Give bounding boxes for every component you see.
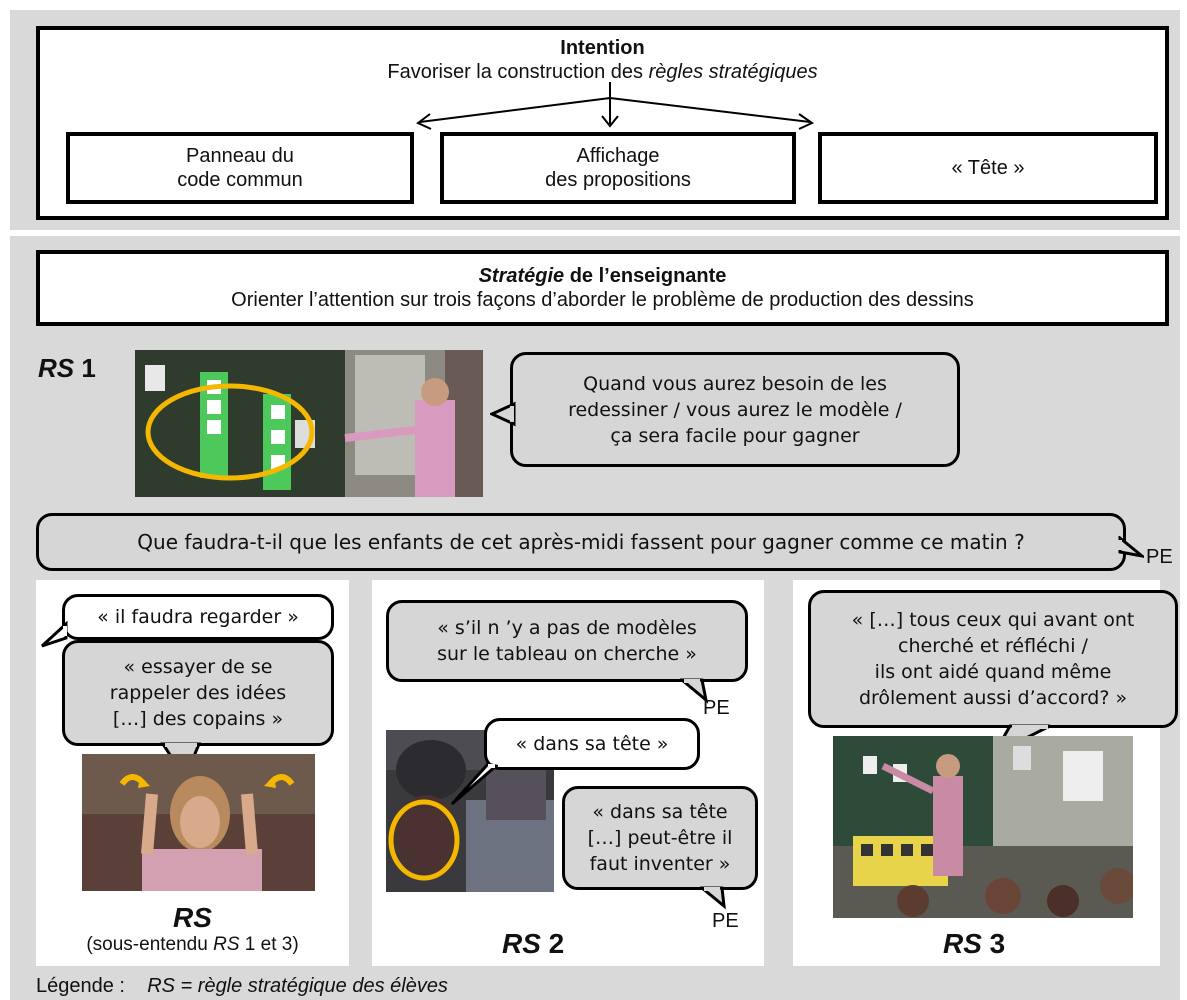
mid-bubble-pe: « dans sa tête […] peut-être il faut inv… — [562, 786, 758, 890]
mid-bubble-child-tail — [450, 762, 498, 806]
intention-arrows — [416, 82, 815, 130]
left-rs-label: RS — [173, 902, 212, 933]
right-bubble: « […] tous ceux qui avant ont cherché et… — [808, 590, 1178, 728]
strategy-box: Stratégie de l’enseignante Orienter l’at… — [36, 250, 1169, 326]
left-photo — [82, 754, 315, 891]
code-commun-box: Panneau du code commun — [66, 132, 414, 204]
mid-rs-label: RS 2 — [502, 928, 565, 959]
mid-bubble-pe-tail — [700, 886, 726, 910]
rs1-label: RS 1 — [38, 353, 96, 383]
mid-speaker-top: PE — [703, 697, 730, 719]
strategy-title: Stratégie de l’enseignante — [478, 265, 727, 287]
strategy-subtitle: Orienter l’attention sur trois façons d’… — [231, 289, 974, 311]
mid-bubble-top-tail — [680, 678, 709, 704]
rs1-bubble: Quand vous aurez besoin de les redessine… — [510, 352, 960, 467]
affichage-box: Affichage des propositions — [440, 132, 796, 204]
left-note: (sous-entendu RS 1 et 3) — [86, 934, 299, 955]
left-bubble-top-tail — [40, 620, 68, 648]
legend: Légende : RS = règle stratégique des élè… — [36, 975, 448, 997]
right-photo — [833, 736, 1133, 918]
question-speaker: PE — [1146, 546, 1173, 568]
left-bubble-top: « il faudra regarder » — [62, 594, 334, 640]
question-bubble: Que faudra-t-il que les enfants de cet a… — [36, 513, 1126, 571]
mid-bubble-child: « dans sa tête » — [484, 718, 700, 770]
intention-title: Intention — [560, 37, 645, 59]
question-bubble-tail — [1118, 536, 1144, 558]
left-bubble-main: « essayer de se rappeler des idées […] d… — [62, 640, 334, 746]
rs1-bubble-tail — [490, 401, 516, 427]
mid-speaker-bottom: PE — [712, 910, 739, 932]
right-rs-label: RS 3 — [943, 928, 1006, 959]
tete-box: « Tête » — [818, 132, 1158, 204]
mid-bubble-top: « s’il n ’y a pas de modèles sur le tabl… — [386, 600, 748, 682]
rs1-photo — [135, 350, 483, 497]
intention-subtitle: Favoriser la construction des règles str… — [387, 61, 818, 83]
